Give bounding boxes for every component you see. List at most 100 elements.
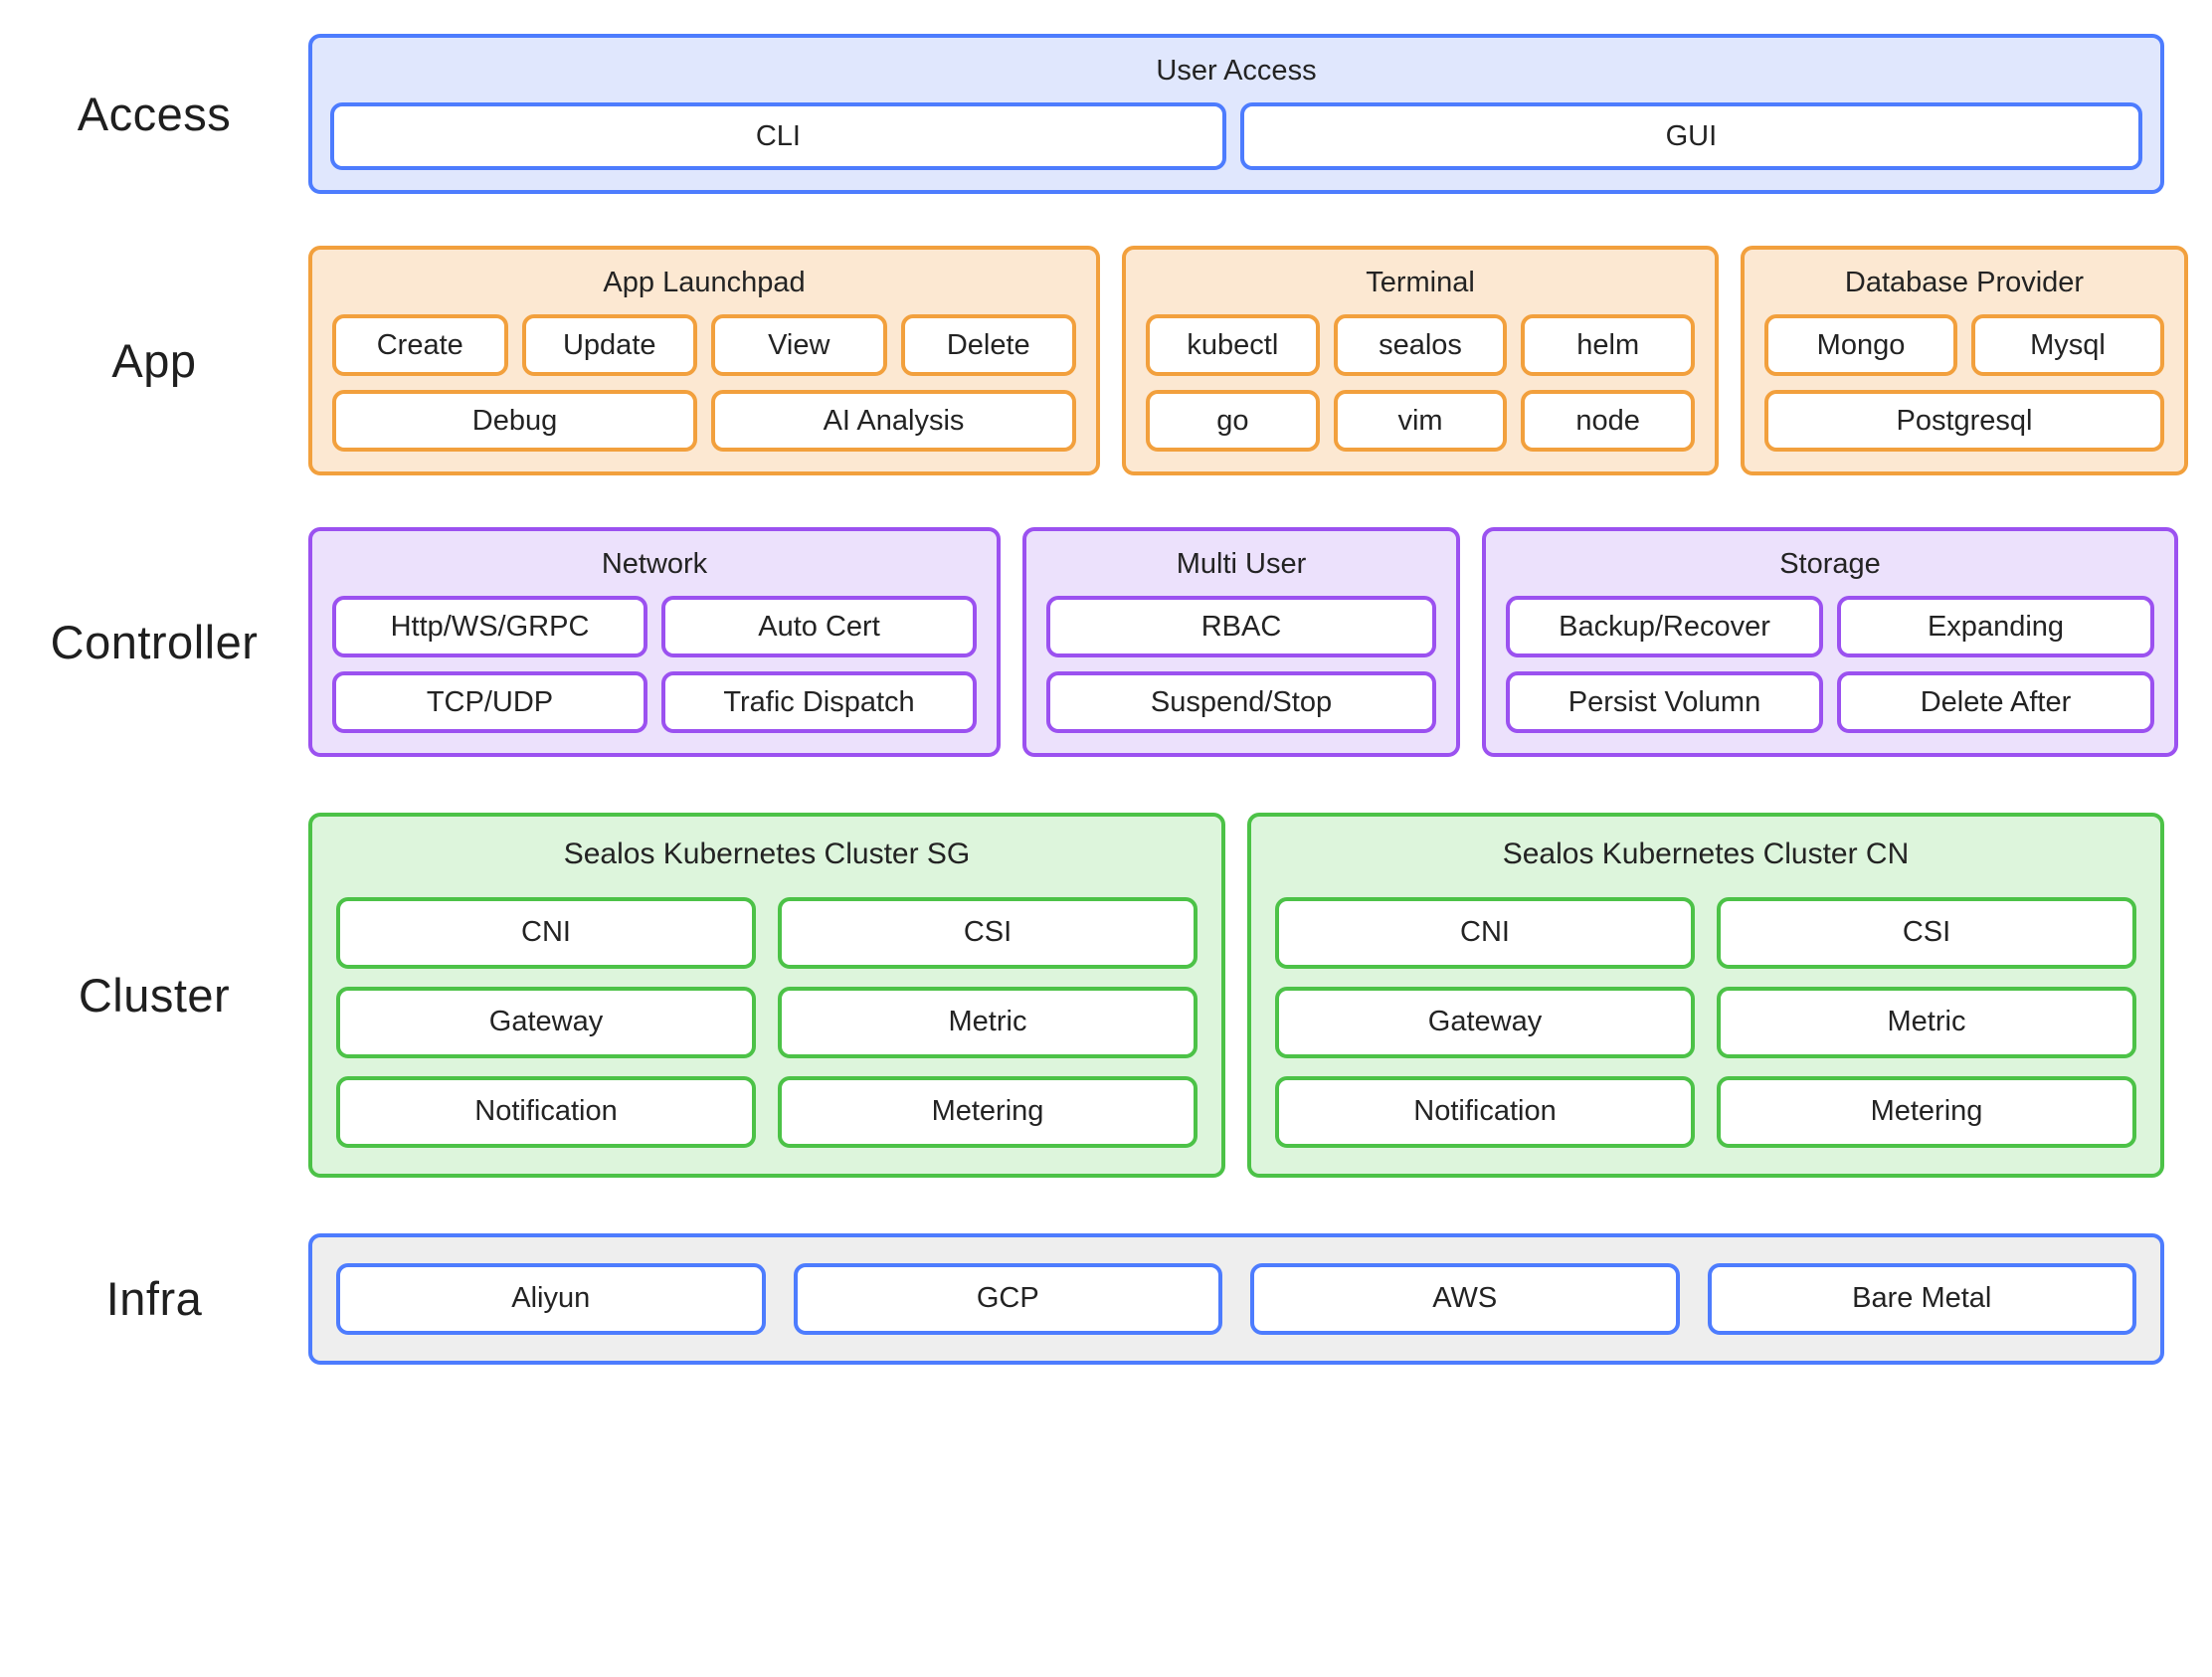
chip-helm[interactable]: helm	[1521, 314, 1696, 377]
chip-sg-metering[interactable]: Metering	[778, 1075, 1198, 1148]
group-cluster-sg: Sealos Kubernetes Cluster SG CNI CSI Gat…	[308, 813, 1225, 1178]
group-multi-user: Multi User RBAC Suspend/Stop	[1022, 527, 1460, 758]
chip-create[interactable]: Create	[332, 314, 508, 377]
chip-kubectl[interactable]: kubectl	[1146, 314, 1320, 377]
chip-stack-storage: Backup/Recover Expanding Persist Volumn …	[1506, 596, 2154, 734]
chip-sealos[interactable]: sealos	[1333, 314, 1508, 377]
group-title-user-access: User Access	[1156, 55, 1317, 87]
group-title-cluster-cn: Sealos Kubernetes Cluster CN	[1502, 838, 1910, 871]
row-controller: Controller Network Http/WS/GRPC Auto Cer…	[0, 527, 2212, 758]
row-access: Access User Access CLI GUI	[0, 34, 2212, 195]
chip-list-user-access: CLI GUI	[330, 102, 2143, 171]
chip-row-terminal-2: go vim node	[1146, 390, 1696, 453]
group-title-multi-user: Multi User	[1176, 548, 1307, 581]
row-app: App App Launchpad Create Update View Del…	[0, 246, 2212, 476]
chip-delete-after[interactable]: Delete After	[1837, 671, 2154, 734]
chip-mongo[interactable]: Mongo	[1764, 314, 1957, 377]
chip-sg-gateway[interactable]: Gateway	[336, 986, 756, 1058]
chip-row-network-1: Http/WS/GRPC Auto Cert	[332, 596, 977, 658]
group-title-terminal: Terminal	[1366, 267, 1475, 299]
architecture-diagram: Access User Access CLI GUI App App Launc…	[0, 34, 2212, 1677]
chip-ai-analysis[interactable]: AI Analysis	[711, 390, 1076, 453]
chip-list-cluster-cn: CNI CSI Gateway Metric Notification Mete…	[1275, 896, 2136, 1148]
chip-auto-cert[interactable]: Auto Cert	[661, 596, 977, 658]
row-label-controller: Controller	[50, 616, 259, 669]
chip-cn-gateway[interactable]: Gateway	[1275, 986, 1695, 1058]
chip-mysql[interactable]: Mysql	[1971, 314, 2164, 377]
group-title-database-provider: Database Provider	[1844, 267, 2085, 299]
row-label-infra: Infra	[105, 1272, 203, 1326]
chip-sg-csi[interactable]: CSI	[778, 896, 1198, 969]
chip-cn-metering[interactable]: Metering	[1717, 1075, 2136, 1148]
chip-cli[interactable]: CLI	[330, 102, 1226, 171]
chip-suspend-stop[interactable]: Suspend/Stop	[1046, 671, 1436, 734]
row-body-controller: Network Http/WS/GRPC Auto Cert TCP/UDP T…	[308, 527, 2212, 758]
chip-row-launchpad-2: Debug AI Analysis	[332, 390, 1076, 453]
row-label-app: App	[111, 334, 197, 388]
chip-update[interactable]: Update	[521, 314, 697, 377]
row-label-access: Access	[77, 88, 232, 141]
chip-sg-cni[interactable]: CNI	[336, 896, 756, 969]
group-title-cluster-sg: Sealos Kubernetes Cluster SG	[563, 838, 971, 871]
row-cluster: Cluster Sealos Kubernetes Cluster SG CNI…	[0, 813, 2212, 1178]
chip-list-infra: Aliyun GCP AWS Bare Metal	[336, 1262, 2136, 1335]
group-title-app-launchpad: App Launchpad	[603, 267, 806, 299]
chip-cn-notification[interactable]: Notification	[1275, 1075, 1695, 1148]
chip-row-db-1: Mongo Mysql	[1764, 314, 2164, 377]
chip-row-network-2: TCP/UDP Trafic Dispatch	[332, 671, 977, 734]
chip-bare-metal[interactable]: Bare Metal	[1707, 1262, 2136, 1335]
row-body-infra: Aliyun GCP AWS Bare Metal	[308, 1232, 2212, 1365]
group-title-storage: Storage	[1779, 548, 1881, 581]
chip-cn-csi[interactable]: CSI	[1717, 896, 2136, 969]
chip-row-storage-2: Persist Volumn Delete After	[1506, 671, 2154, 734]
chip-row-multiuser-1: RBAC	[1046, 596, 1436, 658]
chip-view[interactable]: View	[711, 314, 887, 377]
chip-cn-cni[interactable]: CNI	[1275, 896, 1695, 969]
chip-aws[interactable]: AWS	[1250, 1262, 1680, 1335]
group-network: Network Http/WS/GRPC Auto Cert TCP/UDP T…	[308, 527, 1001, 758]
chip-sg-notification[interactable]: Notification	[336, 1075, 756, 1148]
chip-node[interactable]: node	[1521, 390, 1696, 453]
group-cluster-cn: Sealos Kubernetes Cluster CN CNI CSI Gat…	[1247, 813, 2164, 1178]
chip-row-db-2: Postgresql	[1764, 390, 2164, 453]
chip-stack-terminal: kubectl sealos helm go vim node	[1146, 314, 1696, 453]
chip-row-terminal-1: kubectl sealos helm	[1146, 314, 1696, 377]
chip-rbac[interactable]: RBAC	[1046, 596, 1436, 658]
chip-vim[interactable]: vim	[1333, 390, 1508, 453]
group-user-access: User Access CLI GUI	[308, 34, 2164, 195]
chip-http-ws-grpc[interactable]: Http/WS/GRPC	[332, 596, 647, 658]
chip-row-launchpad-1: Create Update View Delete	[332, 314, 1076, 377]
group-infra: Aliyun GCP AWS Bare Metal	[308, 1232, 2164, 1365]
row-infra: Infra Aliyun GCP AWS Bare Metal	[0, 1232, 2212, 1365]
row-label-cluster: Cluster	[78, 969, 231, 1023]
chip-delete[interactable]: Delete	[900, 314, 1076, 377]
group-terminal: Terminal kubectl sealos helm go vim node	[1122, 246, 1719, 476]
chip-stack-multi-user: RBAC Suspend/Stop	[1046, 596, 1436, 734]
row-body-app: App Launchpad Create Update View Delete …	[308, 246, 2212, 476]
chip-stack-app-launchpad: Create Update View Delete Debug AI Analy…	[332, 314, 1076, 453]
chip-gui[interactable]: GUI	[1239, 102, 2143, 171]
group-title-network: Network	[601, 548, 708, 581]
chip-cn-metric[interactable]: Metric	[1717, 986, 2136, 1058]
row-body-cluster: Sealos Kubernetes Cluster SG CNI CSI Gat…	[308, 813, 2212, 1178]
chip-debug[interactable]: Debug	[332, 390, 697, 453]
group-storage: Storage Backup/Recover Expanding Persist…	[1482, 527, 2178, 758]
row-body-access: User Access CLI GUI	[308, 34, 2212, 195]
chip-sg-metric[interactable]: Metric	[778, 986, 1198, 1058]
chip-go[interactable]: go	[1146, 390, 1320, 453]
chip-backup-recover[interactable]: Backup/Recover	[1506, 596, 1823, 658]
chip-stack-database-provider: Mongo Mysql Postgresql	[1764, 314, 2164, 453]
chip-list-cluster-sg: CNI CSI Gateway Metric Notification Mete…	[336, 896, 1198, 1148]
chip-tcp-udp[interactable]: TCP/UDP	[332, 671, 647, 734]
chip-gcp[interactable]: GCP	[793, 1262, 1222, 1335]
chip-postgresql[interactable]: Postgresql	[1764, 390, 2164, 453]
group-app-launchpad: App Launchpad Create Update View Delete …	[308, 246, 1100, 476]
chip-row-storage-1: Backup/Recover Expanding	[1506, 596, 2154, 658]
group-database-provider: Database Provider Mongo Mysql Postgresql	[1741, 246, 2188, 476]
chip-expanding[interactable]: Expanding	[1837, 596, 2154, 658]
chip-trafic-dispatch[interactable]: Trafic Dispatch	[661, 671, 977, 734]
chip-aliyun[interactable]: Aliyun	[336, 1262, 766, 1335]
chip-row-multiuser-2: Suspend/Stop	[1046, 671, 1436, 734]
chip-stack-network: Http/WS/GRPC Auto Cert TCP/UDP Trafic Di…	[332, 596, 977, 734]
chip-persist-volumn[interactable]: Persist Volumn	[1506, 671, 1823, 734]
